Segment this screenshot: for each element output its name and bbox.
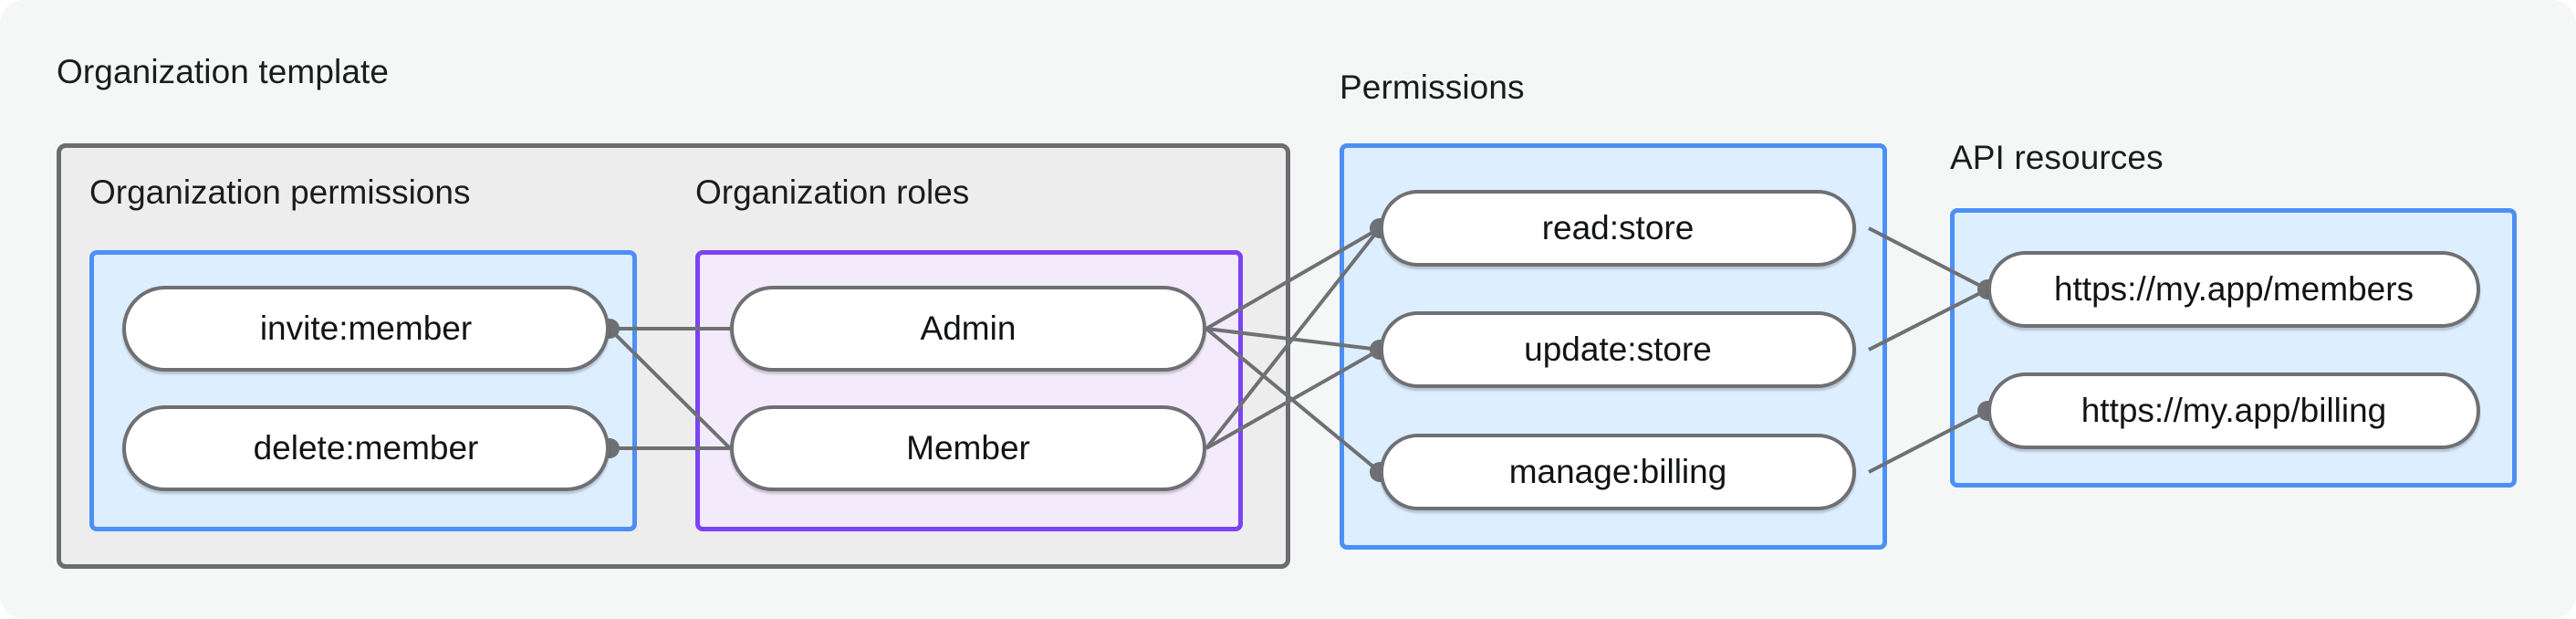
node-delete-member[interactable]: delete:member bbox=[122, 405, 610, 491]
node-api-billing[interactable]: https://my.app/billing bbox=[1987, 372, 2480, 449]
node-manage-billing[interactable]: manage:billing bbox=[1380, 434, 1856, 510]
title-api-resources: API resources bbox=[1950, 139, 2164, 176]
node-api-members[interactable]: https://my.app/members bbox=[1987, 251, 2480, 328]
subtitle-organization-permissions: Organization permissions bbox=[89, 173, 471, 211]
node-read-store[interactable]: read:store bbox=[1380, 190, 1856, 267]
subtitle-organization-roles: Organization roles bbox=[695, 173, 970, 211]
title-organization-template: Organization template bbox=[57, 53, 390, 90]
node-admin[interactable]: Admin bbox=[730, 286, 1206, 372]
title-permissions: Permissions bbox=[1340, 68, 1525, 106]
node-invite-member[interactable]: invite:member bbox=[122, 286, 610, 372]
node-member[interactable]: Member bbox=[730, 405, 1206, 491]
node-update-store[interactable]: update:store bbox=[1380, 311, 1856, 388]
